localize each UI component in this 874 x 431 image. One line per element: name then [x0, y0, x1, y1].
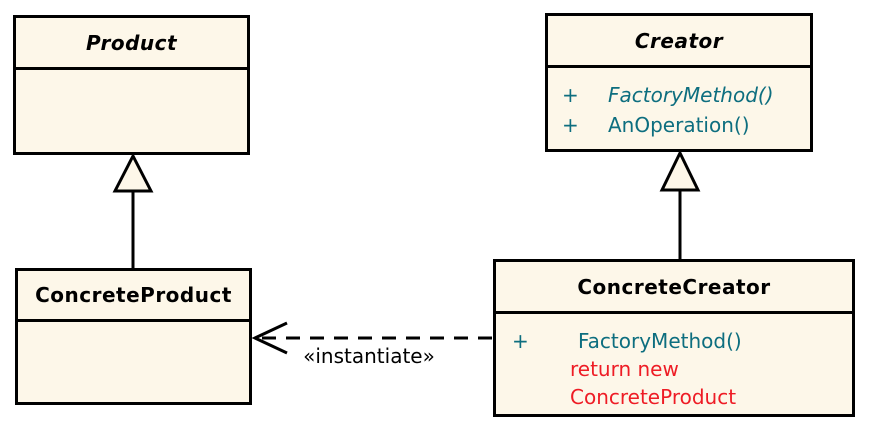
visibility-plus: +	[562, 113, 579, 137]
method-factory-method-impl: + FactoryMethod()	[496, 327, 852, 355]
generalization-arrow-product-icon	[112, 152, 154, 268]
class-box-concrete-creator: ConcreteCreator + FactoryMethod() return…	[493, 259, 855, 417]
pseudocode-line: return new	[570, 357, 679, 381]
method-name: FactoryMethod()	[578, 329, 742, 353]
class-box-creator: Creator + FactoryMethod() + AnOperation(…	[545, 13, 813, 152]
class-title-product: Product	[16, 18, 247, 70]
class-name-concrete-product: ConcreteProduct	[35, 283, 232, 307]
method-name: AnOperation()	[608, 113, 750, 137]
method-name: FactoryMethod()	[608, 83, 774, 107]
dependency-arrow-instantiate-icon	[251, 321, 493, 355]
method-factory-method: + FactoryMethod()	[548, 80, 810, 110]
class-box-product: Product	[13, 15, 250, 155]
pseudocode-line: ConcreteProduct	[570, 385, 737, 409]
class-title-concrete-product: ConcreteProduct	[18, 271, 249, 322]
instantiate-label: «instantiate»	[303, 344, 435, 368]
class-body-creator: + FactoryMethod() + AnOperation()	[548, 68, 810, 140]
class-name-creator: Creator	[634, 28, 724, 53]
class-name-concrete-creator: ConcreteCreator	[577, 274, 771, 299]
visibility-plus: +	[512, 329, 529, 353]
class-name-product: Product	[85, 30, 178, 55]
class-box-concrete-product: ConcreteProduct	[15, 268, 252, 405]
class-title-creator: Creator	[548, 16, 810, 68]
class-body-concrete-creator: + FactoryMethod() return new ConcretePro…	[496, 314, 852, 411]
class-title-concrete-creator: ConcreteCreator	[496, 262, 852, 314]
visibility-plus: +	[562, 83, 579, 107]
method-an-operation: + AnOperation()	[548, 110, 810, 140]
generalization-arrow-creator-icon	[659, 149, 701, 259]
